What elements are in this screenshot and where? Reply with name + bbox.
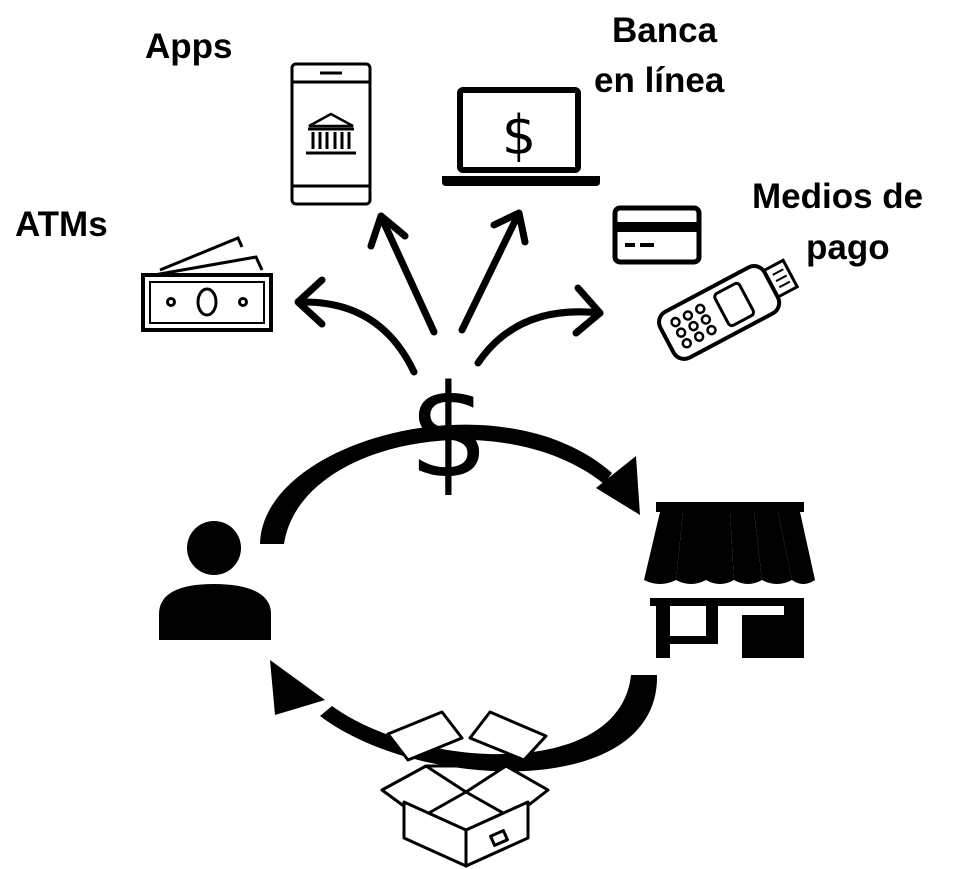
package-icon	[380, 710, 550, 868]
arrow-person-to-store	[260, 424, 612, 544]
arrow-to-atms	[296, 298, 418, 376]
label-medios-line1: Medios de	[752, 177, 923, 216]
label-banca-line1: Banca	[612, 11, 718, 50]
arrow-head-banca	[490, 209, 529, 246]
label-apps: Apps	[145, 27, 233, 66]
arrow-head-store	[596, 456, 640, 515]
label-atms: ATMs	[15, 205, 108, 244]
smartphone-bank-icon	[290, 62, 372, 206]
laptop-dollar-icon: $	[442, 87, 600, 186]
arrow-head-apps	[367, 212, 409, 250]
label-banca-line2: en línea	[594, 61, 725, 100]
store-icon	[644, 502, 815, 658]
svg-text:$: $	[502, 104, 536, 167]
payment-terminal-icon	[657, 258, 800, 361]
arrow-head-atms	[294, 276, 326, 328]
arrow-head-person	[270, 660, 325, 715]
credit-card-icon	[612, 205, 702, 265]
arrow-to-banca	[458, 213, 521, 334]
label-medios-line2: pago	[806, 228, 890, 267]
banknotes-icon	[141, 236, 273, 332]
channel-arrows	[294, 209, 604, 376]
person-icon	[159, 521, 271, 640]
arrow-head-medios	[572, 284, 604, 337]
arrow-to-medios	[474, 308, 604, 367]
arrow-to-apps	[380, 219, 438, 336]
